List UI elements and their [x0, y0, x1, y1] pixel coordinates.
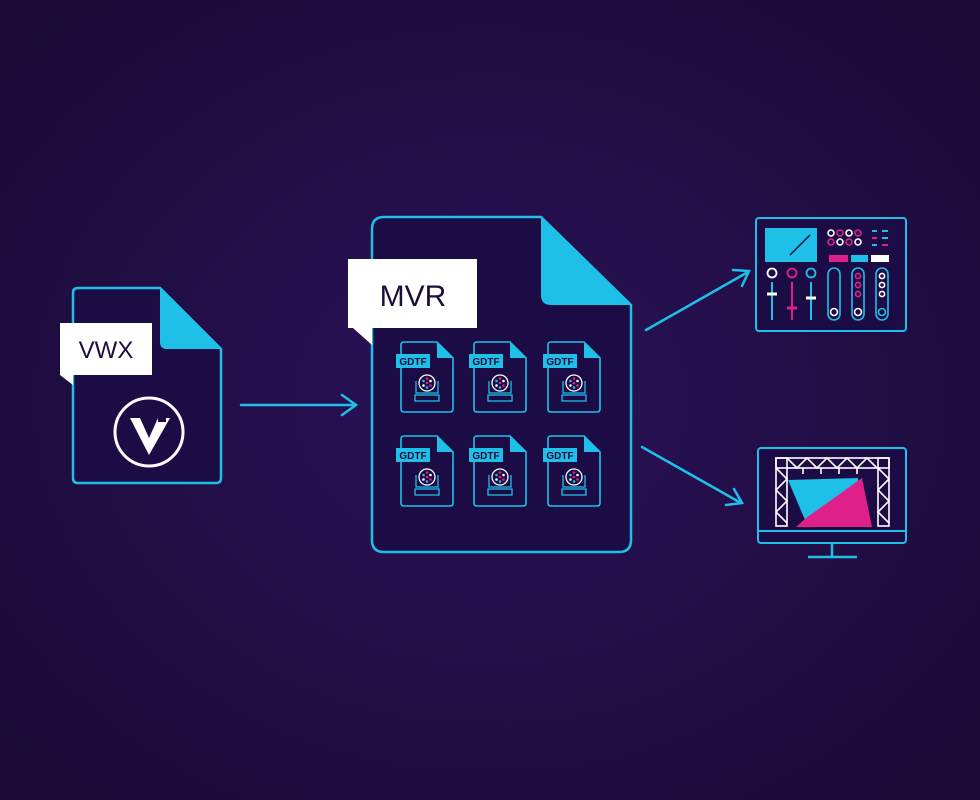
- vwx-label: VWX: [79, 337, 134, 364]
- moving-head-fixture-icon: [414, 468, 440, 496]
- moving-head-fixture-icon: [487, 374, 513, 402]
- gdtf-file-icon: GDTF: [469, 341, 527, 413]
- light-beam-magenta: [796, 478, 872, 527]
- gdtf-label: GDTF: [399, 451, 426, 462]
- mvr-label: MVR: [380, 280, 447, 313]
- gdtf-label-box: [469, 448, 503, 462]
- moving-head-fixture-icon: [414, 374, 440, 402]
- page-fold: [510, 436, 526, 452]
- lighting-console-icon: [755, 217, 907, 332]
- mvr-file-icon: MVR GDTF GDTF GDTF GDTF GDTF GDTF: [348, 215, 633, 554]
- gdtf-label-box: [543, 448, 577, 462]
- stage-truss: [774, 456, 891, 527]
- vwx-file-icon: VWX: [60, 286, 223, 485]
- gdtf-label: GDTF: [546, 451, 573, 462]
- gdtf-label: GDTF: [472, 451, 499, 462]
- gdtf-label-box: [396, 448, 430, 462]
- gdtf-label-box: [396, 354, 430, 368]
- moving-head-fixture-icon: [561, 374, 587, 402]
- gdtf-label: GDTF: [546, 357, 573, 368]
- vwx-label-box: [60, 323, 152, 375]
- moving-head-fixture-icon: [561, 468, 587, 496]
- page-fold: [510, 342, 526, 358]
- gdtf-file-icon: GDTF: [396, 341, 454, 413]
- gdtf-label: GDTF: [472, 357, 499, 368]
- console-screen: [765, 228, 817, 262]
- gdtf-file-icon: GDTF: [543, 435, 601, 507]
- gdtf-file-icon: GDTF: [396, 435, 454, 507]
- page-fold: [160, 288, 221, 349]
- gdtf-label: GDTF: [399, 357, 426, 368]
- arrow-mvr-to-monitor: [640, 445, 745, 507]
- gdtf-file-grid: GDTF GDTF GDTF GDTF GDTF GDTF: [396, 341, 601, 507]
- moving-head-fixture-icon: [487, 468, 513, 496]
- gdtf-file-icon: GDTF: [543, 341, 601, 413]
- gdtf-file-icon: GDTF: [469, 435, 527, 507]
- vectorworks-logo-icon: [113, 396, 185, 468]
- page-fold: [541, 217, 631, 305]
- page-fold: [584, 342, 600, 358]
- page-fold: [437, 342, 453, 358]
- arrow-mvr-to-console: [644, 268, 751, 332]
- gdtf-label-box: [543, 354, 577, 368]
- light-beam-cyan: [788, 478, 860, 527]
- arrow-vwx-to-mvr: [239, 393, 359, 417]
- page-fold: [584, 436, 600, 452]
- gdtf-label-box: [469, 354, 503, 368]
- stage-visualizer-monitor-icon: [757, 447, 907, 559]
- page-fold: [437, 436, 453, 452]
- mvr-label-box: [348, 259, 477, 328]
